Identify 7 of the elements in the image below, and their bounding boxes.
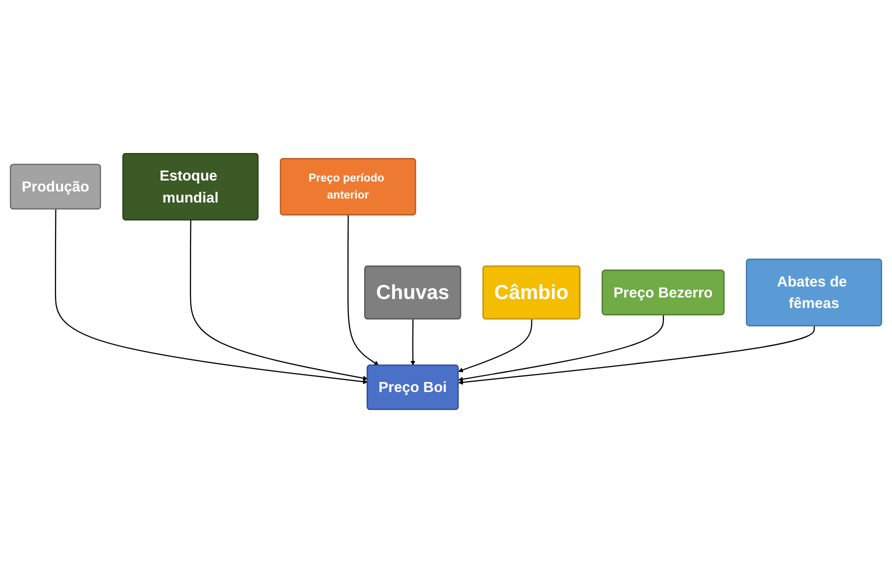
arrow [458, 314, 664, 382]
arrow [458, 319, 532, 372]
arrow [410, 319, 416, 366]
arrow [54, 209, 368, 384]
arrow [190, 220, 368, 381]
arrow [347, 215, 379, 366]
arrow [458, 326, 815, 385]
